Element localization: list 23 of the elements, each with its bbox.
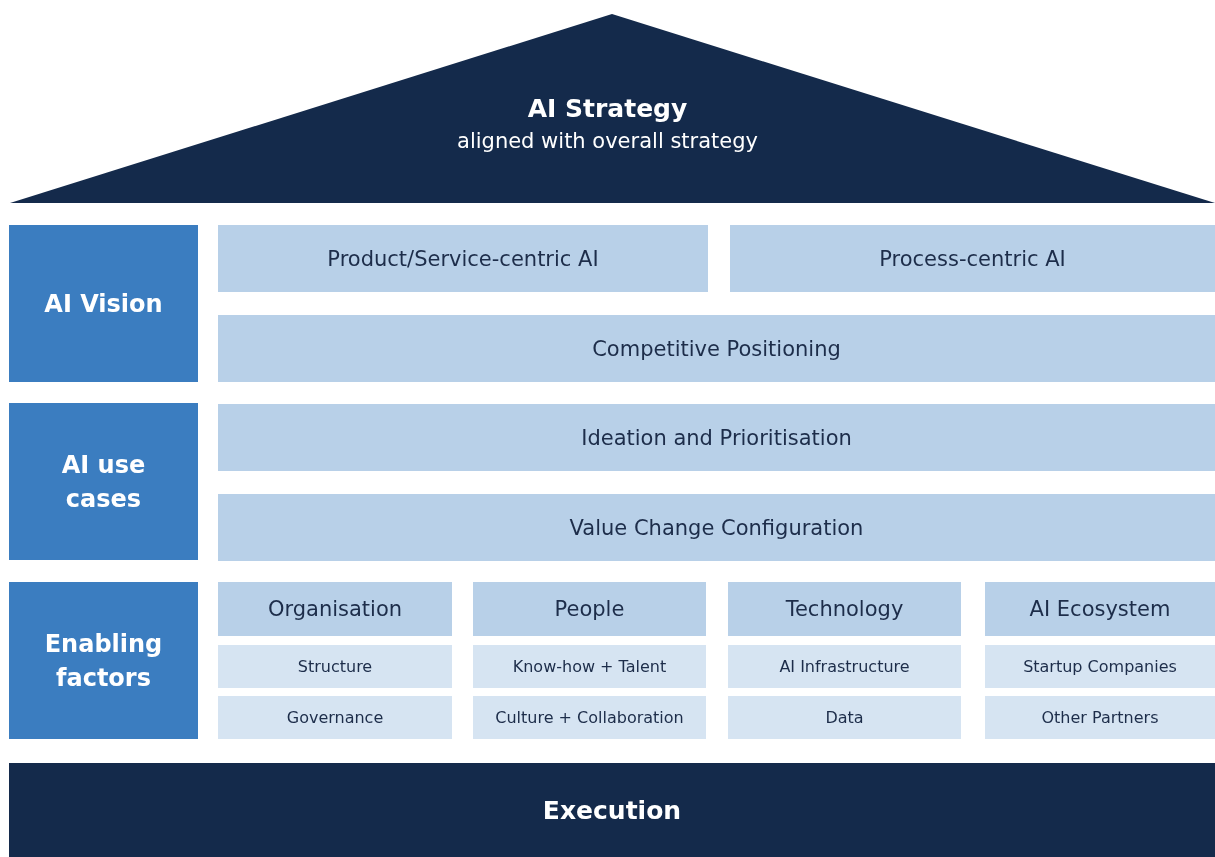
pillar-item: Data	[728, 696, 961, 739]
row-label-box: AI use cases	[9, 403, 198, 560]
foundation-bar: Execution	[9, 763, 1215, 857]
pillar-header: Organisation	[218, 582, 452, 636]
pillar-item: Other Partners	[985, 696, 1215, 739]
pillar-item: Startup Companies	[985, 645, 1215, 688]
row-label-box: Enabling factors	[9, 582, 198, 739]
pillar-item: Governance	[218, 696, 452, 739]
category-bar: Competitive Positioning	[218, 315, 1215, 382]
pillar-item: Know-how + Talent	[473, 645, 706, 688]
row-label-box: AI Vision	[9, 225, 198, 382]
pillar-header: AI Ecosystem	[985, 582, 1215, 636]
pillar-header: People	[473, 582, 706, 636]
category-bar: Value Change Configuration	[218, 494, 1215, 561]
category-bar: Process-centric AI	[730, 225, 1215, 292]
roof-title: AI Strategy	[527, 94, 688, 123]
pillar-item: Culture + Collaboration	[473, 696, 706, 739]
pillar-header: Technology	[728, 582, 961, 636]
roof-subtitle: aligned with overall strategy	[457, 129, 758, 153]
category-bar: Product/Service-centric AI	[218, 225, 708, 292]
category-bar: Ideation and Prioritisation	[218, 404, 1215, 471]
pillar-item: AI Infrastructure	[728, 645, 961, 688]
pillar-item: Structure	[218, 645, 452, 688]
